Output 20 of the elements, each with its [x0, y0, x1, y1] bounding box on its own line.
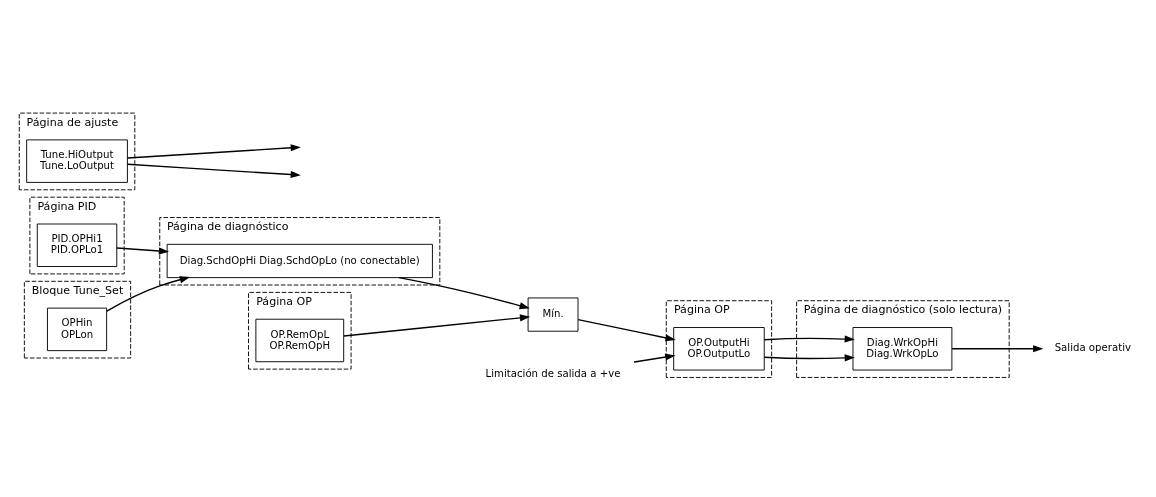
node-text: Salida operativ	[1054, 342, 1131, 354]
arrow	[951, 345, 1044, 353]
arrow	[577, 318, 676, 342]
arrow	[343, 314, 531, 337]
arrow	[126, 144, 301, 159]
arrow	[116, 247, 170, 255]
arrow	[763, 335, 855, 343]
arrow	[763, 354, 855, 362]
node-box: Diag.SchdOpHi Diag.SchdOpLo (no conectable)	[166, 243, 433, 279]
node-box: OP.RemOpL OP.RemOpH	[255, 318, 345, 363]
node-box: OP.OutputHi OP.OutputLo	[673, 327, 765, 371]
arrow	[633, 353, 676, 363]
node-text: Limitación de salida a +ve	[485, 368, 621, 380]
node-box: Diag.WrkOpHi Diag.WrkOpLo	[852, 327, 953, 371]
node-box: OPHin OPLon	[47, 307, 108, 352]
arrow	[126, 163, 301, 179]
node-box: Mín.	[527, 297, 579, 332]
node-box: Tune.HiOutput Tune.LoOutput	[26, 139, 128, 183]
arrow	[106, 276, 190, 312]
node-box: PID.OPHi1 PID.OPLo1	[36, 223, 118, 267]
